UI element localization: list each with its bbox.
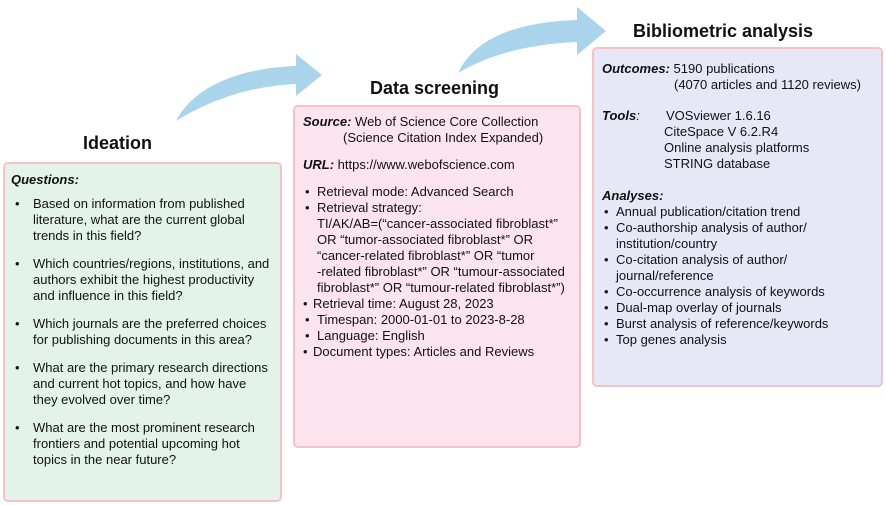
questions-list: • Based on information from published li… bbox=[11, 196, 272, 468]
strategy-line: TI/AK/AB=(“cancer-associated fibroblast*… bbox=[317, 216, 558, 231]
question-item: • What are the most prominent research f… bbox=[11, 420, 272, 468]
question-item: • Which countries/regions, institutions,… bbox=[11, 256, 272, 304]
question-line: and influence in this field? bbox=[33, 288, 183, 303]
question-line: Which countries/regions, institutions, a… bbox=[33, 256, 270, 271]
question-line: What are the most prominent research bbox=[33, 420, 255, 435]
bibliometric-analysis-box: Outcomes: 5190 publications (4070 articl… bbox=[592, 47, 883, 387]
source-value: Web of Science Core Collection bbox=[355, 114, 539, 129]
retrieval-time-item: •Retrieval time: August 28, 2023 bbox=[303, 296, 494, 311]
question-line: they evolved over time? bbox=[33, 392, 171, 407]
retrieval-strategy-item: • Retrieval strategy: TI/AK/AB=(“cancer-… bbox=[303, 200, 573, 296]
analyses-list: •Annual publication/citation trend • Co-… bbox=[602, 204, 875, 348]
questions-label: Questions: bbox=[11, 172, 79, 187]
document-types-item: •Document types: Articles and Reviews bbox=[303, 344, 535, 359]
strategy-line: fibroblast*” OR “tumour-related fibrobla… bbox=[317, 280, 565, 295]
analysis-line: Co-citation analysis of author/ bbox=[616, 252, 788, 267]
url-label: URL: bbox=[303, 157, 335, 172]
analysis-item: •Annual publication/citation trend bbox=[602, 204, 875, 220]
question-line: trends in this field? bbox=[33, 228, 142, 243]
source-sub: (Science Citation Index Expanded) bbox=[343, 130, 544, 145]
tool-item: VOSviewer 1.6.16 bbox=[666, 108, 771, 123]
analysis-line: Top genes analysis bbox=[616, 332, 727, 347]
analysis-item: •Top genes analysis bbox=[602, 332, 875, 348]
outcomes-value: 5190 publications bbox=[673, 61, 775, 76]
analysis-line: Annual publication/citation trend bbox=[616, 204, 801, 219]
retrieval-mode-item: •Retrieval mode: Advanced Search bbox=[305, 184, 514, 199]
tools-block: Tools: VOSviewer 1.6.16 CiteSpace V 6.2.… bbox=[602, 108, 875, 172]
question-item: • What are the primary research directio… bbox=[11, 360, 272, 408]
analysis-line: Co-occurrence analysis of keywords bbox=[616, 284, 825, 299]
analysis-line: institution/country bbox=[616, 236, 718, 251]
analysis-line: Burst analysis of reference/keywords bbox=[616, 316, 829, 331]
question-line: frontiers and potential upcoming hot bbox=[33, 436, 240, 451]
analysis-item: •Dual-map overlay of journals bbox=[602, 300, 875, 316]
question-line: topics in the near future? bbox=[33, 452, 177, 467]
ideation-heading: Ideation bbox=[83, 133, 153, 153]
tools-label: Tools bbox=[602, 108, 637, 123]
strategy-line: -related fibroblast*” OR “tumour-associa… bbox=[317, 264, 565, 279]
question-line: Which journals are the preferred choices bbox=[33, 316, 267, 331]
timespan-item: •Timespan: 2000-01-01 to 2023-8-28 bbox=[305, 312, 525, 327]
url-line: URL: https://www.webofscience.com bbox=[303, 157, 573, 173]
tools-list: VOSviewer 1.6.16 CiteSpace V 6.2.R4 Onli… bbox=[664, 108, 809, 172]
analyses-label: Analyses: bbox=[602, 188, 664, 203]
tool-item: CiteSpace V 6.2.R4 bbox=[664, 124, 779, 139]
retrieval-time-text: Retrieval time: August 28, 2023 bbox=[313, 296, 494, 311]
data-screening-box: Source: Web of Science Core Collection (… bbox=[293, 105, 581, 448]
language-item: •Language: English bbox=[305, 328, 425, 343]
question-item: • Which journals are the preferred choic… bbox=[11, 316, 272, 348]
url-value: https://www.webofscience.com bbox=[337, 157, 515, 172]
question-line: literature, what are the current global bbox=[33, 212, 245, 227]
tools-colon: : bbox=[636, 108, 640, 123]
analysis-line: journal/reference bbox=[616, 268, 714, 283]
retrieval-mode-text: Retrieval mode: Advanced Search bbox=[317, 184, 514, 199]
analysis-item: • Co-authorship analysis of author/ inst… bbox=[602, 220, 875, 252]
tool-item: Online analysis platforms bbox=[664, 140, 810, 155]
arrow-ideation-to-screening bbox=[176, 54, 322, 121]
tool-item: STRING database bbox=[664, 156, 771, 171]
timespan-text: Timespan: 2000-01-01 to 2023-8-28 bbox=[317, 312, 525, 327]
analysis-item: •Burst analysis of reference/keywords bbox=[602, 316, 875, 332]
bibliometric-analysis-heading: Bibliometric analysis bbox=[633, 21, 814, 41]
analysis-line: Co-authorship analysis of author/ bbox=[616, 220, 807, 235]
screening-list: •Retrieval mode: Advanced Search • Retri… bbox=[303, 184, 573, 360]
question-line: What are the primary research directions bbox=[33, 360, 268, 375]
question-line: for publishing documents in this area? bbox=[33, 332, 252, 347]
question-line: Based on information from published bbox=[33, 196, 245, 211]
question-line: and current hot topics, and how have bbox=[33, 376, 247, 391]
ideation-box: Questions: • Based on information from p… bbox=[3, 162, 282, 502]
tools-label-wrap: Tools: bbox=[602, 108, 664, 172]
question-line: authors exhibit the highest productivity bbox=[33, 272, 255, 287]
source-label: Source: bbox=[303, 114, 352, 129]
retrieval-strategy-label: Retrieval strategy: bbox=[317, 200, 422, 215]
analysis-item: •Co-occurrence analysis of keywords bbox=[602, 284, 875, 300]
language-text: Language: English bbox=[317, 328, 425, 343]
strategy-line: “cancer-related fibroblast*” OR “tumor bbox=[317, 248, 535, 263]
data-screening-heading: Data screening bbox=[370, 78, 500, 98]
arrow-screening-to-biblio bbox=[458, 7, 606, 73]
document-types-text: Document types: Articles and Reviews bbox=[313, 344, 535, 359]
analysis-line: Dual-map overlay of journals bbox=[616, 300, 782, 315]
outcomes-label: Outcomes: bbox=[602, 61, 670, 76]
source-line: Source: Web of Science Core Collection bbox=[303, 114, 573, 130]
question-item: • Based on information from published li… bbox=[11, 196, 272, 244]
outcomes-sub: (4070 articles and 1120 reviews) bbox=[674, 77, 861, 92]
analysis-item: • Co-citation analysis of author/ journa… bbox=[602, 252, 875, 284]
strategy-line: OR “tumor-associated fibroblast*” OR bbox=[317, 232, 534, 247]
outcomes-line: Outcomes: 5190 publications bbox=[602, 61, 875, 77]
